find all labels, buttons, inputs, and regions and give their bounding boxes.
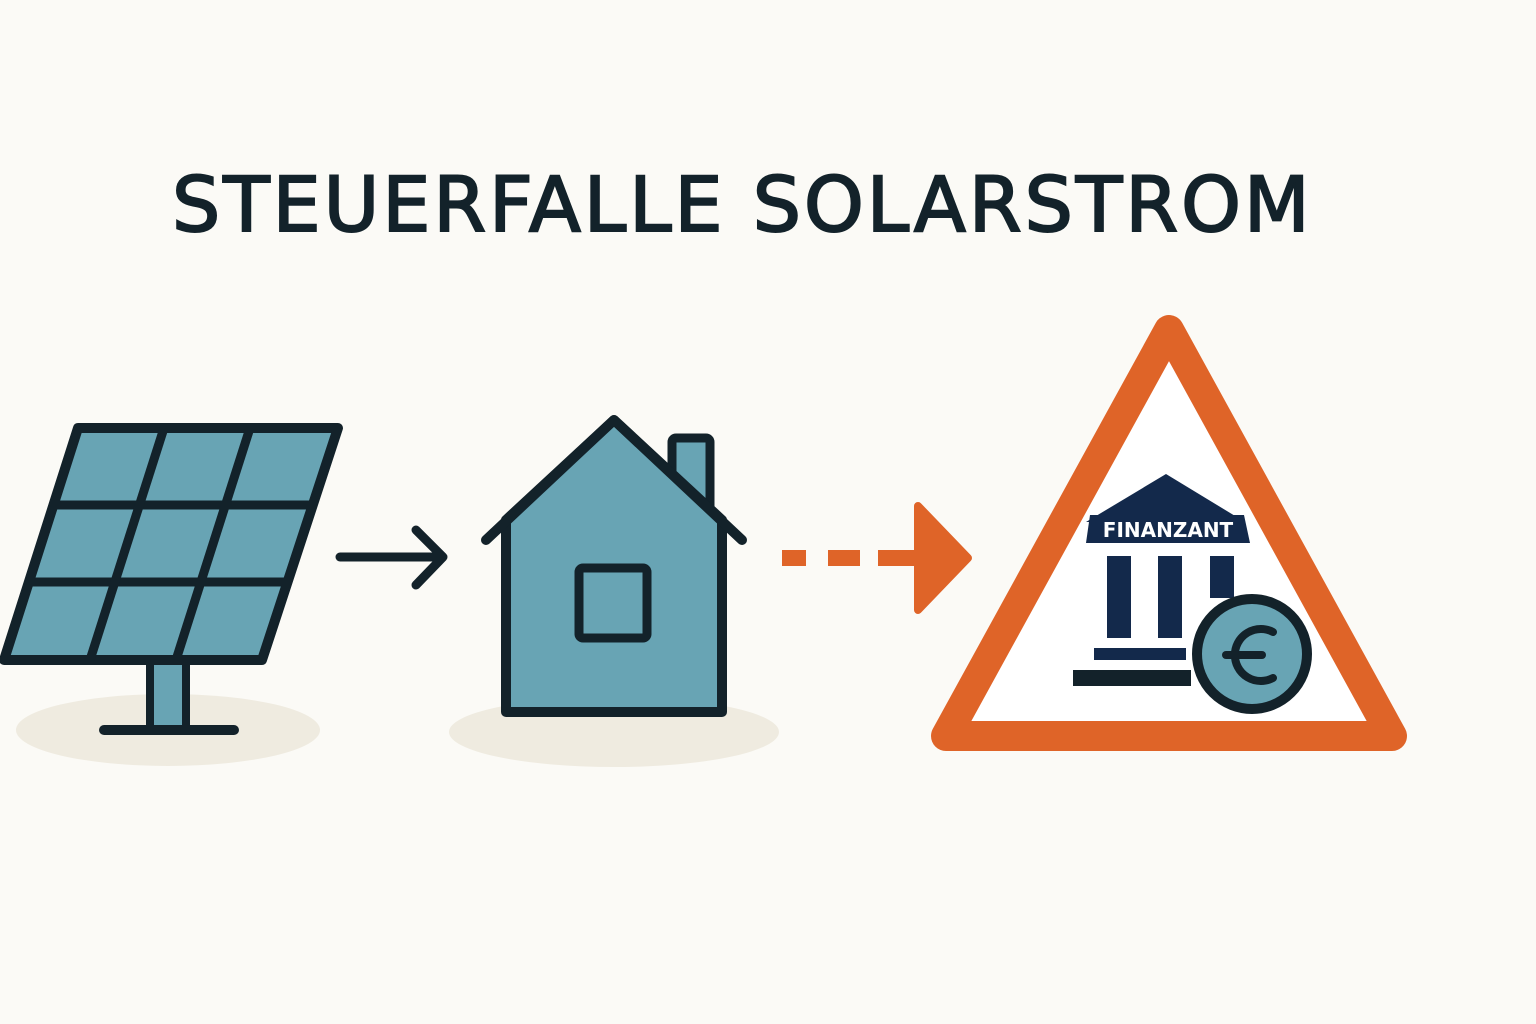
- arrow-right-icon: [335, 525, 448, 590]
- bank-label: FINANZANT: [1103, 518, 1234, 542]
- dashed-arrow-icon: [782, 502, 972, 614]
- euro-coin-icon: [1192, 594, 1312, 714]
- solar-panel-icon: [0, 423, 343, 766]
- page-title: STEUERFALLE SOLARSTROM: [171, 159, 1313, 250]
- bank-icon: FINANZANT: [1073, 474, 1250, 686]
- house-icon: [449, 415, 779, 767]
